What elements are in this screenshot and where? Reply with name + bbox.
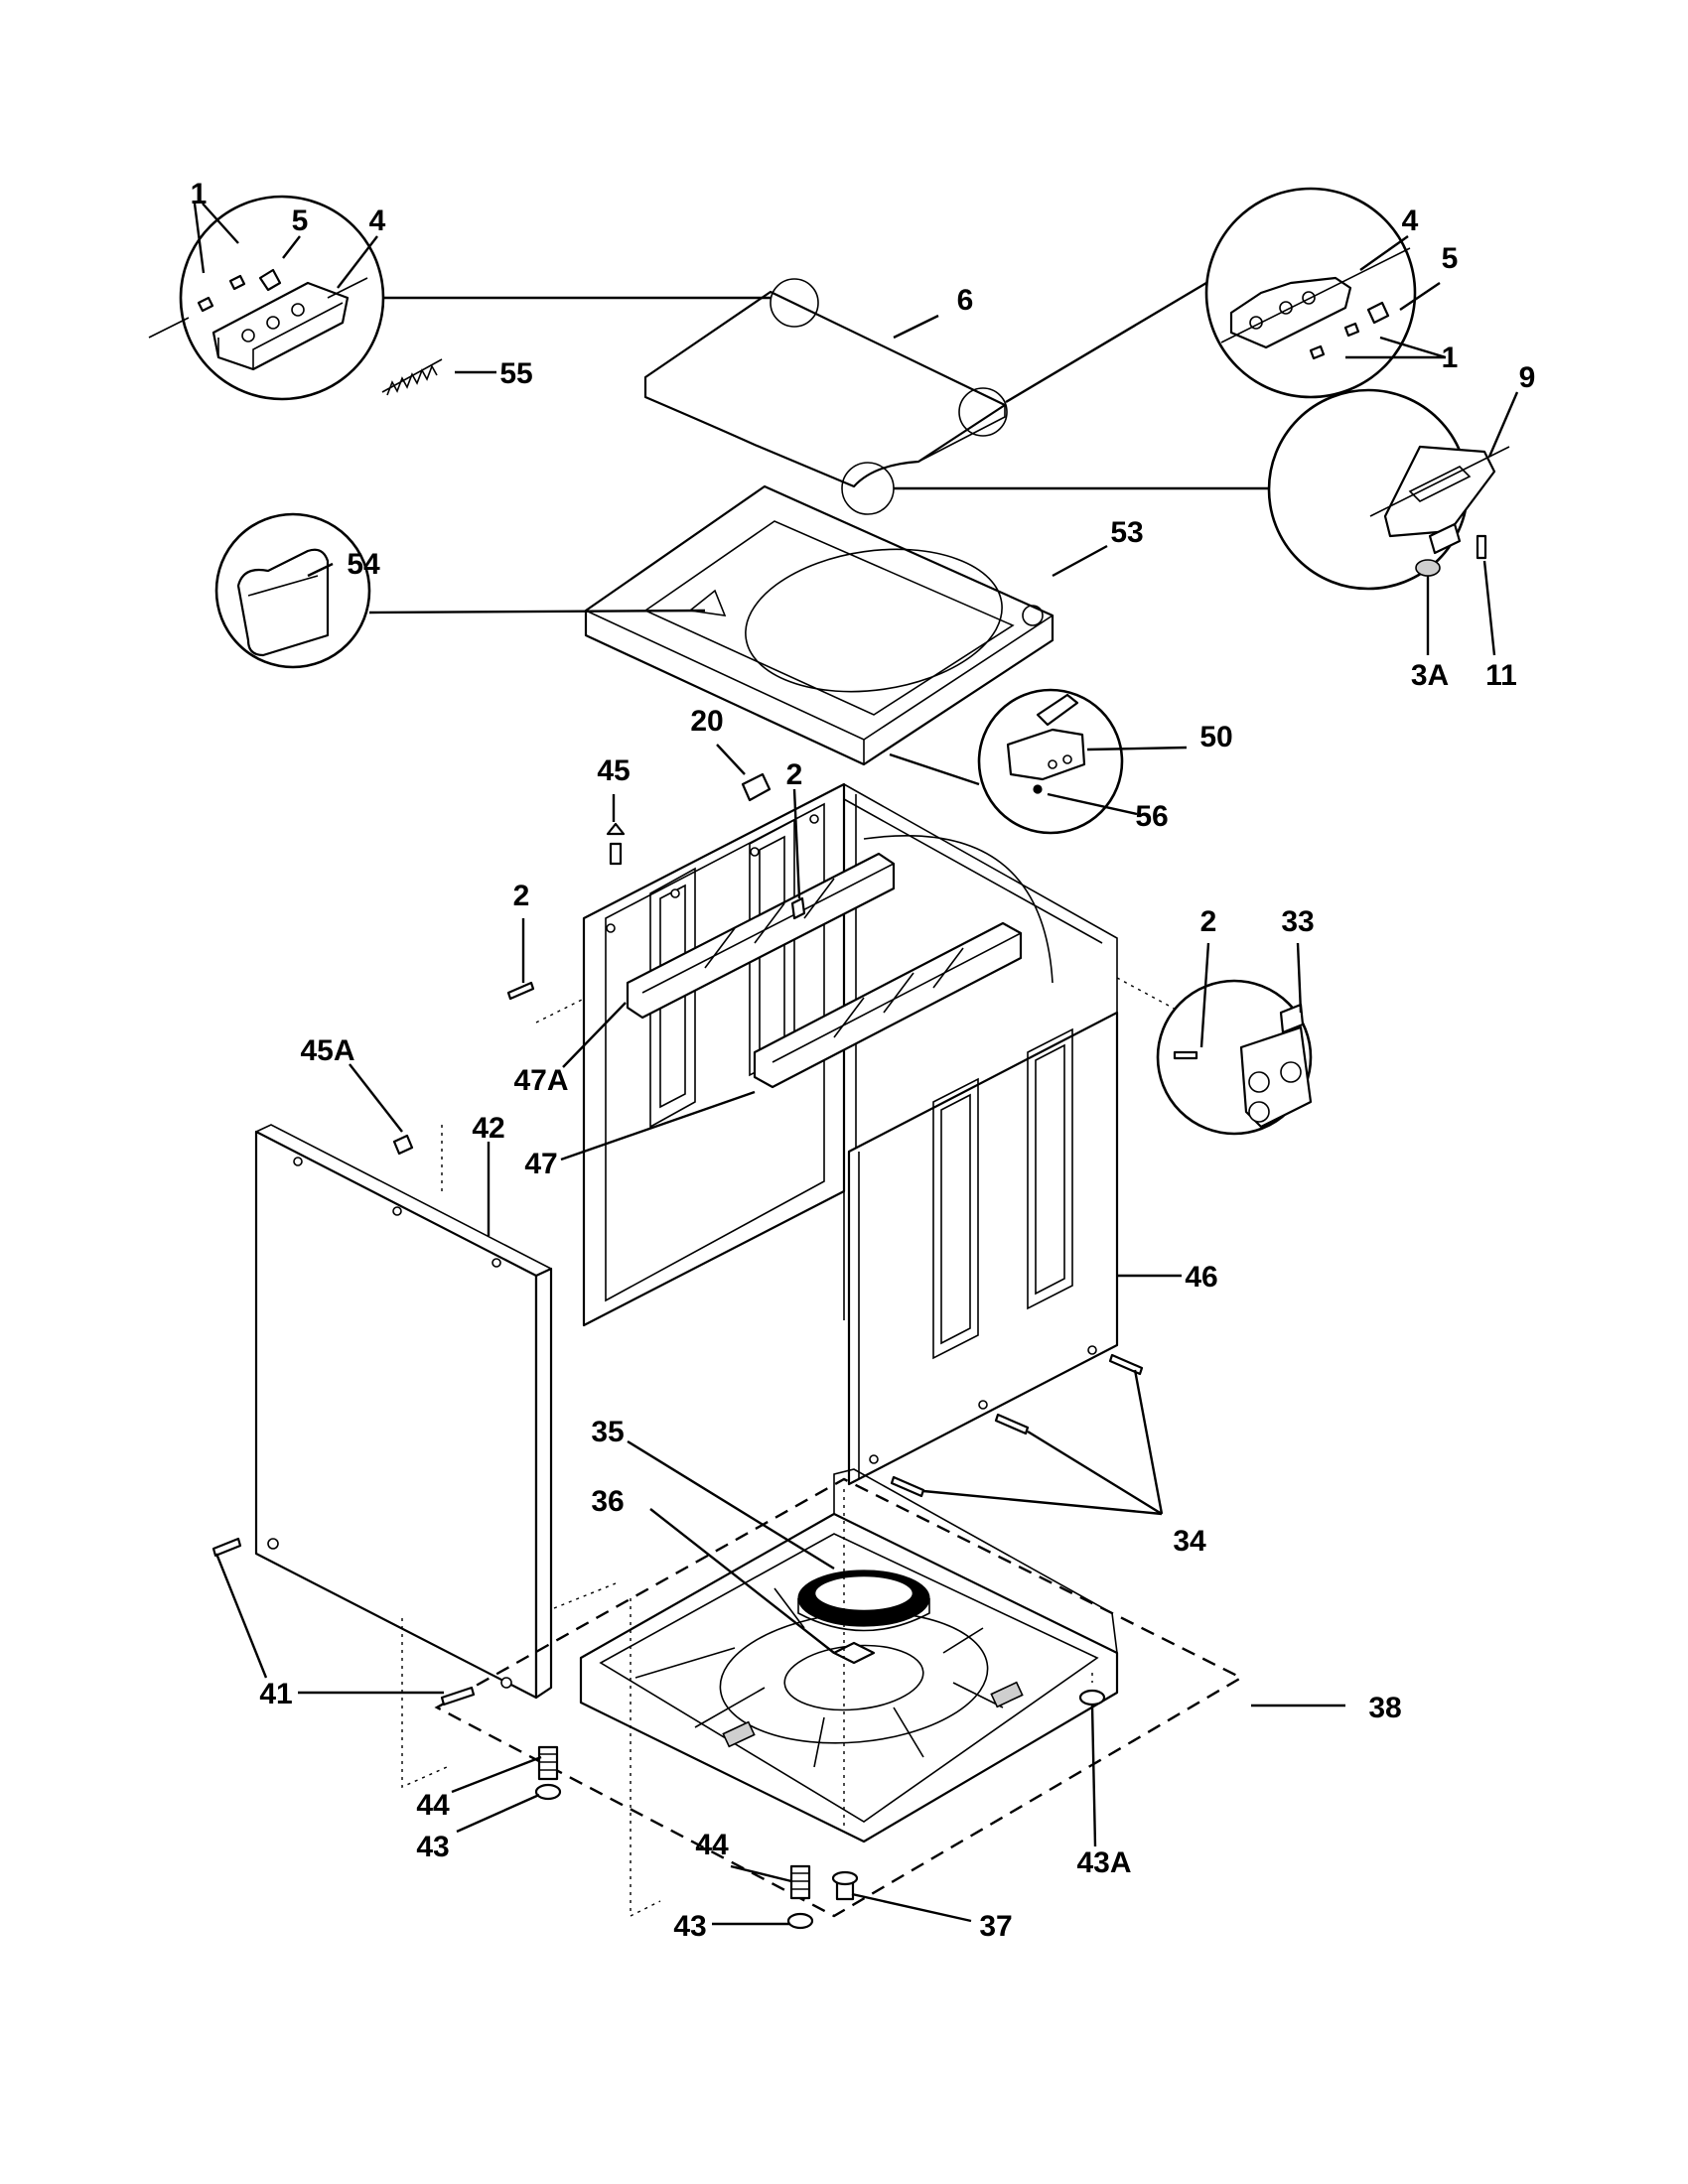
cross-brace-part-47 <box>753 921 1023 1089</box>
leveling-leg-part-44-left <box>537 1745 559 1781</box>
damper-part-20 <box>741 772 772 802</box>
callout-labels: 1 5 4 55 6 4 5 1 9 53 54 3A 11 20 45 2 5… <box>191 178 1536 1943</box>
screw-part-2-left <box>506 981 535 1001</box>
callout-50: 50 <box>1199 721 1232 753</box>
side-panel-part-42 <box>254 1124 553 1700</box>
screw-part-41-bottom <box>440 1686 476 1706</box>
detail-marker-lid-left-hinge <box>770 278 819 328</box>
callout-53: 53 <box>1110 516 1143 549</box>
callout-54: 54 <box>347 548 380 581</box>
callout-44-left: 44 <box>416 1789 450 1822</box>
callout-33: 33 <box>1281 905 1314 938</box>
detail-lid-hinge-left <box>148 195 385 401</box>
base-part-38 <box>579 1468 1119 1843</box>
pin-part-45 <box>606 822 626 866</box>
callout-42: 42 <box>472 1112 504 1145</box>
callout-55: 55 <box>499 357 532 390</box>
callout-3a: 3A <box>1411 659 1449 692</box>
callout-5-right: 5 <box>1442 242 1459 275</box>
nut-part-43-left <box>534 1783 562 1801</box>
callout-38: 38 <box>1368 1692 1401 1724</box>
screw-part-41-top <box>211 1537 242 1558</box>
callout-45a: 45A <box>300 1034 354 1067</box>
callout-37: 37 <box>979 1910 1012 1943</box>
detail-lid-switch <box>977 688 1124 835</box>
detail-lid-hinge-right <box>1204 187 1417 399</box>
spring-part-55 <box>381 358 443 396</box>
callout-4-right: 4 <box>1402 205 1419 237</box>
callout-56: 56 <box>1135 800 1168 833</box>
callout-34: 34 <box>1173 1525 1206 1558</box>
screw-part-2-top <box>790 896 806 920</box>
front-panel-part-46 <box>847 1011 1119 1486</box>
leveling-leg-part-44-bottom <box>789 1864 811 1900</box>
callout-44-bottom: 44 <box>695 1829 729 1861</box>
base-assembly-outline <box>434 1477 1244 1918</box>
alignment-lines <box>401 977 1183 1918</box>
screws-part-34 <box>890 1353 1144 1498</box>
callout-5-left: 5 <box>292 205 309 237</box>
leader-lines <box>193 203 1519 1926</box>
callout-35: 35 <box>591 1416 624 1448</box>
callout-41: 41 <box>259 1678 292 1710</box>
detail-bleach-dispenser <box>214 512 371 669</box>
callout-43-bottom: 43 <box>673 1910 706 1943</box>
detail-connector-lines <box>368 281 1269 786</box>
callout-47a: 47A <box>513 1064 568 1097</box>
callout-9: 9 <box>1519 361 1536 394</box>
callout-43-left: 43 <box>416 1831 449 1863</box>
nut-part-43-bottom <box>786 1912 814 1930</box>
callout-43a: 43A <box>1076 1846 1131 1879</box>
callout-2-right: 2 <box>1200 905 1217 938</box>
callout-45: 45 <box>597 754 630 787</box>
callout-1-right: 1 <box>1442 341 1459 374</box>
callout-47: 47 <box>524 1148 557 1180</box>
callout-2-top: 2 <box>786 758 803 791</box>
cross-brace-part-47a <box>626 852 896 1020</box>
callout-46: 46 <box>1185 1261 1217 1294</box>
pin-part-45a <box>392 1134 414 1156</box>
detail-lid-switch-strike <box>1267 388 1510 591</box>
detail-water-valve <box>1156 979 1313 1136</box>
callout-4-left: 4 <box>369 205 386 237</box>
callout-2-left: 2 <box>513 880 530 912</box>
lid-part-6 <box>643 290 1007 488</box>
callout-20: 20 <box>690 705 723 738</box>
callout-11: 11 <box>1485 659 1517 692</box>
washer-part-43a <box>1078 1689 1106 1706</box>
foot-part-37 <box>831 1870 859 1901</box>
callout-36: 36 <box>591 1485 624 1518</box>
tub-seal-part-35 <box>797 1570 930 1632</box>
callout-1-left: 1 <box>191 178 208 210</box>
detail-marker-lid-right-hinge <box>958 387 1008 437</box>
callout-6: 6 <box>957 284 974 317</box>
top-panel-part-53 <box>584 484 1055 766</box>
